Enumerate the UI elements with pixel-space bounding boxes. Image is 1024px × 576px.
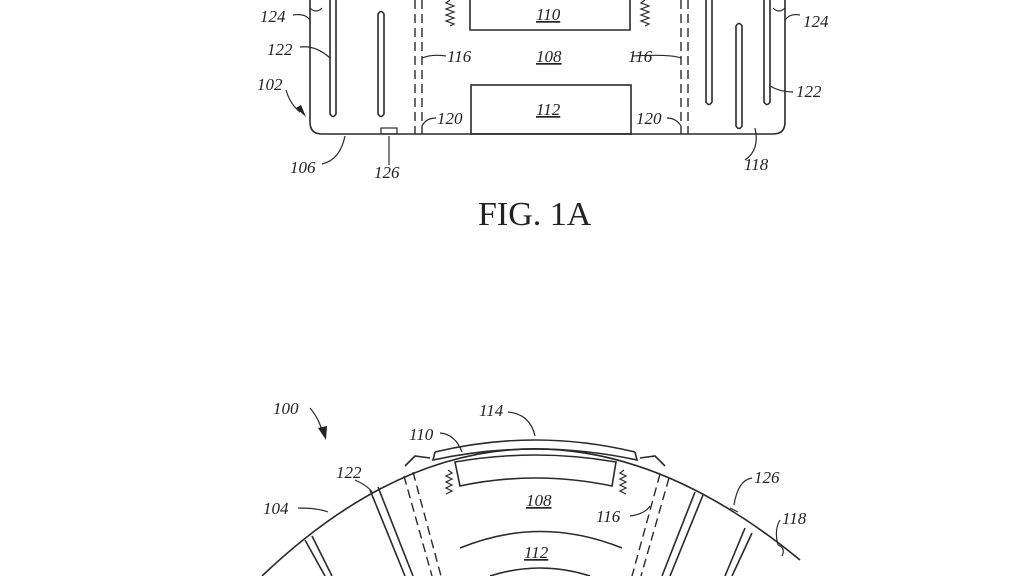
label-124-right: 124 — [803, 12, 829, 31]
label-100: 100 — [273, 399, 299, 418]
left-slot-inner — [377, 10, 385, 118]
top-cover-114 — [434, 439, 636, 453]
label-126-curved: 126 — [754, 468, 780, 487]
component-112-curved — [459, 530, 623, 549]
fig-1a-drawing: 124 124 122 122 102 106 126 118 116 116 … — [257, 0, 829, 233]
label-120-left: 120 — [437, 109, 463, 128]
label-108-curved: 108 — [526, 491, 552, 510]
label-126: 126 — [374, 163, 400, 182]
label-124-left: 124 — [260, 7, 286, 26]
right-slot-inner — [705, 0, 713, 106]
part-126 — [380, 127, 398, 135]
label-112-curved: 112 — [524, 543, 549, 562]
label-108: 108 — [536, 47, 562, 66]
fig-1b-drawing: 100 114 110 122 104 108 116 112 126 118 — [261, 399, 807, 576]
label-110: 110 — [536, 5, 561, 24]
label-106: 106 — [290, 158, 316, 177]
label-122-right: 122 — [796, 82, 822, 101]
label-118: 118 — [744, 155, 769, 174]
component-112 — [470, 84, 632, 135]
right-channel-curved-a — [631, 473, 661, 576]
label-110-curved: 110 — [409, 425, 434, 444]
right-spring — [639, 0, 651, 27]
label-120-right: 120 — [636, 109, 662, 128]
left-channel-curved-a — [403, 475, 433, 576]
component-110 — [469, 0, 631, 31]
component-110-curved — [454, 454, 617, 487]
label-104: 104 — [263, 499, 289, 518]
figure-caption: FIG. 1A — [478, 196, 592, 233]
label-122-curved: 122 — [336, 463, 362, 482]
label-112: 112 — [536, 100, 561, 119]
label-116-left: 116 — [447, 47, 472, 66]
label-116-right: 116 — [628, 47, 653, 66]
left-spring — [444, 0, 456, 27]
label-116-curved: 116 — [596, 507, 621, 526]
label-114: 114 — [479, 401, 504, 420]
label-102: 102 — [257, 75, 283, 94]
label-122-left: 122 — [267, 40, 293, 59]
label-118-curved: 118 — [782, 509, 807, 528]
left-slot-outer — [329, 0, 337, 118]
right-channel-curved-b — [640, 477, 670, 576]
right-slot-mid — [735, 22, 743, 130]
left-channel-curved-b — [412, 471, 442, 576]
right-slot-outer — [763, 0, 771, 106]
